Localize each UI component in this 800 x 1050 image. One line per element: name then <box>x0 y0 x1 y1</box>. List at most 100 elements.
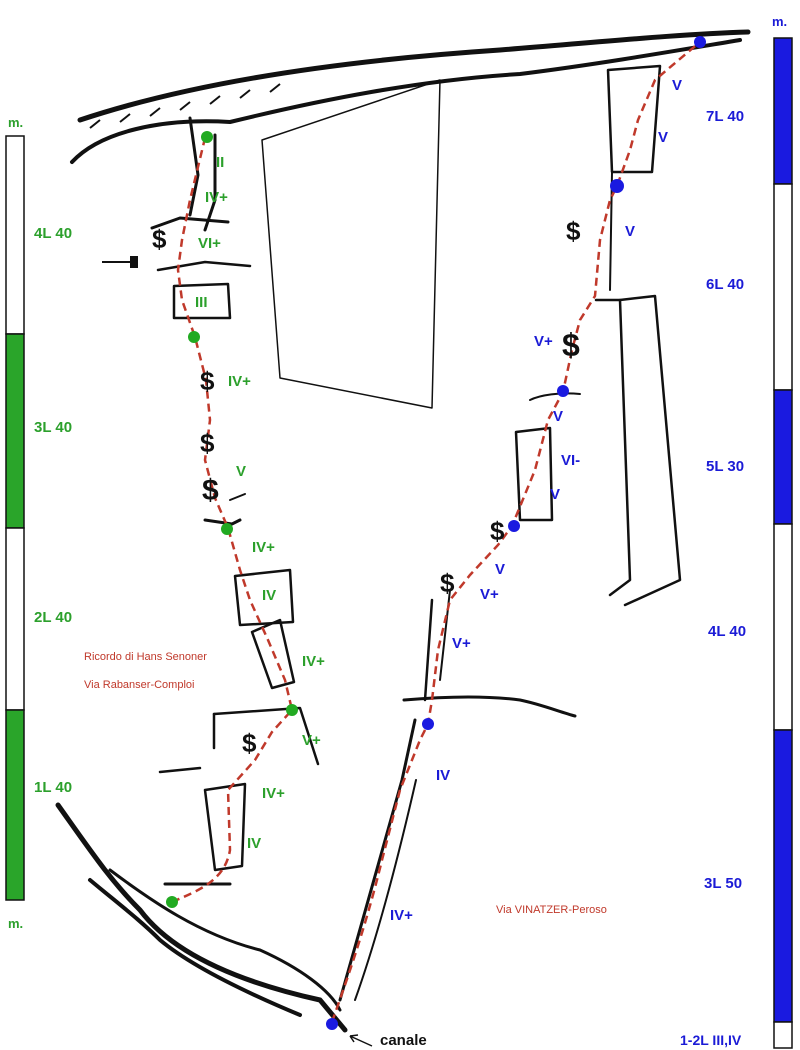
left-belays <box>166 131 298 908</box>
right-wall-lower <box>338 718 417 1002</box>
left-grade: V+ <box>302 732 321 749</box>
left-scale-unit-bottom: m. <box>8 916 23 931</box>
left-grades: II IV+ VI+ III IV+ V IV+ IV IV+ V+ IV+ I… <box>195 154 325 852</box>
left-grade: IV+ <box>228 373 251 390</box>
summit-ridge-upper <box>77 29 751 123</box>
left-scale-label-1: 1L 40 <box>34 779 72 796</box>
block-left-iii <box>172 282 232 320</box>
belay-left-4 <box>201 131 213 143</box>
left-scale-bar: m. m. 4L 40 3L 40 2L 40 1L 40 <box>5 115 72 931</box>
left-scale-segment-3 <box>5 333 25 529</box>
left-scale-unit-top: m. <box>8 115 23 130</box>
piton-icon: $ <box>202 474 219 507</box>
right-scale-label-6: 6L 40 <box>706 276 744 293</box>
right-grade: IV+ <box>390 907 413 924</box>
left-grade: IV+ <box>205 189 228 206</box>
left-grade: IV+ <box>302 653 325 670</box>
left-chimney-top-2 <box>203 133 217 232</box>
left-chimney-top <box>188 116 200 217</box>
belay-right-3 <box>422 718 434 730</box>
central-slab <box>261 79 441 409</box>
right-block-vi <box>514 426 554 522</box>
left-scale-segment-1 <box>5 709 25 901</box>
piton-icon: $ <box>242 728 257 758</box>
ledge-left-2 <box>156 260 252 272</box>
right-ledge-mid <box>402 695 577 718</box>
left-scale-label-3: 3L 40 <box>34 419 72 436</box>
right-upper-crack <box>609 171 613 291</box>
right-grade: V+ <box>480 586 499 603</box>
belay-right-start <box>326 1018 338 1030</box>
right-ledge-upper <box>529 392 581 401</box>
ledge-left-5 <box>158 766 202 774</box>
right-scale-segment-3 <box>773 729 793 1023</box>
right-scale-label-3: 3L 50 <box>704 875 742 892</box>
belay-right-5 <box>557 385 569 397</box>
right-belays <box>326 36 706 1030</box>
block-left-vplus <box>212 706 320 766</box>
left-route-subtitle: Via Rabanser-Comploi <box>84 679 194 691</box>
left-grade: IV+ <box>252 539 275 556</box>
piton-symbols: $ $ $ $ $ $ $ $ $ <box>152 216 581 758</box>
belay-right-7 <box>694 36 706 48</box>
right-grade: V <box>672 77 682 94</box>
left-grade: IV+ <box>262 785 285 802</box>
ledge-left-3 <box>229 493 246 501</box>
block-left-iv-bottom <box>203 782 247 872</box>
left-route-path <box>171 137 294 904</box>
left-route-name: Ricordo di Hans Senoner <box>84 651 207 663</box>
right-grade: IV <box>436 767 450 784</box>
right-grade: V+ <box>534 333 553 350</box>
rock-features <box>55 29 751 1033</box>
belay-right-6 <box>610 179 624 193</box>
left-grade: III <box>195 294 208 311</box>
right-grade: V+ <box>452 635 471 652</box>
right-scale-unit-top: m. <box>772 14 787 29</box>
belay-left-3 <box>188 331 200 343</box>
right-scale-segment-4 <box>773 523 793 731</box>
right-scale-bar: m. 7L 40 6L 40 5L 30 4L 40 3L 50 1-2L II… <box>680 14 793 1049</box>
right-route-path <box>330 41 701 1023</box>
left-scale-label-4: 4L 40 <box>34 225 72 242</box>
piton-icon: $ <box>490 516 505 546</box>
right-scale-segment-1-2 <box>773 1021 793 1049</box>
right-pillar-2 <box>618 294 682 607</box>
left-grade: VI+ <box>198 235 221 252</box>
piton-icon: $ <box>200 428 215 458</box>
right-grades: V V V V+ V VI- V V V+ V+ IV IV+ <box>390 77 682 924</box>
right-chimney-1 <box>423 598 434 702</box>
left-grade: IV <box>262 587 276 604</box>
summit-hatching <box>89 83 281 129</box>
ledge-left-1 <box>150 216 230 230</box>
gully-outline-outer <box>55 802 348 1033</box>
right-grade: V <box>625 223 635 240</box>
right-grade: V <box>550 486 560 503</box>
canale-label: canale <box>380 1032 427 1049</box>
arrow-icon <box>349 1034 373 1047</box>
belay-left-0 <box>166 896 178 908</box>
block-left-ivplus <box>250 618 296 690</box>
piton-icon: $ <box>152 224 167 254</box>
belay-right-4 <box>508 520 520 532</box>
gully-outline-inner <box>108 868 342 1012</box>
right-route-name: Via VINATZER-Peroso <box>496 904 607 916</box>
right-scale-label-5: 5L 30 <box>706 458 744 475</box>
piton-icon: $ <box>562 327 580 363</box>
belay-left-1 <box>286 704 298 716</box>
right-pillar-1 <box>594 298 632 597</box>
piton-icon: $ <box>566 216 581 246</box>
right-grade: VI- <box>561 452 580 469</box>
left-scale-label-2: 2L 40 <box>34 609 72 626</box>
right-scale-label-4: 4L 40 <box>708 623 746 640</box>
right-scale-label-7: 7L 40 <box>706 108 744 125</box>
left-scale-segment-4 <box>5 135 25 335</box>
right-scale-label-1-2: 1-2L III,IV <box>680 1032 742 1048</box>
left-scale-segment-2 <box>5 527 25 711</box>
left-grade: IV <box>247 835 261 852</box>
piton-icon: $ <box>440 568 455 598</box>
right-top-chimney <box>606 64 662 174</box>
block-left-iv <box>233 568 295 627</box>
summit-ridge-lower <box>70 38 742 164</box>
piton-icon: $ <box>200 366 215 396</box>
ledge-left-4 <box>203 518 242 526</box>
